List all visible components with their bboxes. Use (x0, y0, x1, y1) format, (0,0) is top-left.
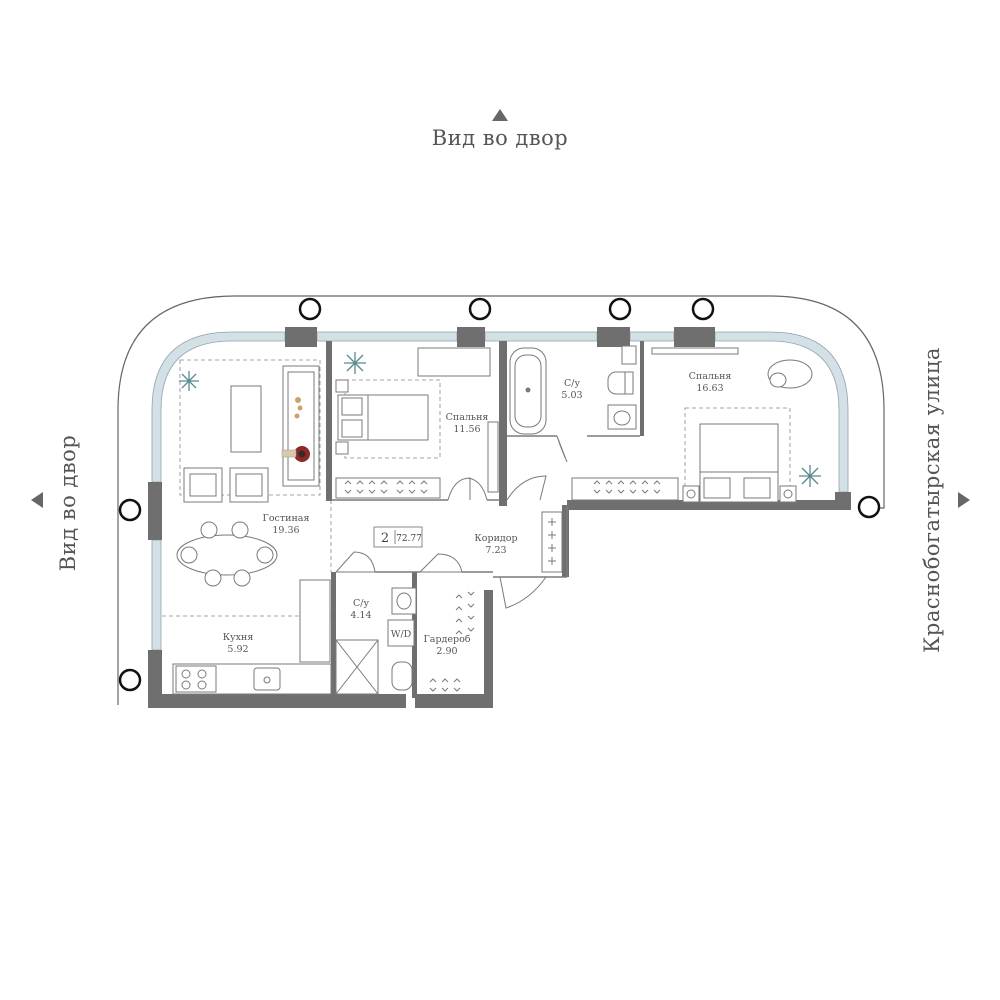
room-area-corridor: 7.23 (485, 545, 506, 556)
plant-icon (179, 371, 199, 391)
desk (417, 347, 491, 377)
person-icon (281, 446, 310, 462)
room-area-bath2: 4.14 (350, 610, 371, 621)
walls (148, 327, 851, 708)
room-name-living: Гостиная (263, 513, 310, 524)
arrow-up-icon (492, 109, 508, 121)
room-labels: Гостиная 19.36 Кухня 5.92 Спальня 11.56 … (223, 371, 732, 657)
room-name-bath2: С/у (353, 598, 369, 609)
wardrobe2 (571, 477, 679, 501)
view-label-top: Вид во двор (431, 126, 569, 150)
arrow-left-icon (31, 492, 43, 508)
bath2-fixtures (335, 587, 417, 695)
room-name-bath1: С/у (564, 378, 580, 389)
column-circle (468, 297, 492, 321)
room-area-living: 19.36 (272, 525, 299, 536)
plant-icon (799, 465, 821, 487)
dining-table (176, 534, 278, 576)
column-circle (691, 297, 715, 321)
doors (334, 435, 568, 609)
room-name-corridor: Коридор (474, 533, 517, 544)
room-name-kitchen: Кухня (223, 632, 254, 643)
hangers (593, 480, 661, 494)
toilet (391, 661, 413, 691)
room-area-bath1: 5.03 (561, 390, 582, 401)
room-name-bedroom2: Спальня (689, 371, 732, 382)
kitchen-counter (172, 663, 332, 695)
room-name-bedroom1: Спальня (446, 412, 489, 423)
room-area-bedroom2: 16.63 (696, 383, 723, 394)
tv-unit (230, 385, 262, 453)
corridor-fixtures (541, 511, 563, 573)
column-circle (857, 495, 881, 519)
balcony-outline (117, 295, 885, 705)
room-area-wardrobe: 2.90 (436, 646, 457, 657)
bedroom1-furniture (335, 347, 499, 499)
wardrobe-hangers (429, 591, 475, 692)
coat-rack (541, 511, 563, 573)
living-furniture (176, 365, 331, 663)
bath1-fixtures (509, 345, 637, 435)
washer (387, 619, 415, 647)
hangers (344, 480, 428, 494)
mirror (487, 421, 499, 493)
columns (118, 297, 881, 692)
column-circle (118, 498, 142, 522)
hob (175, 665, 217, 693)
room-area-kitchen: 5.92 (227, 644, 248, 655)
fridge (299, 579, 331, 663)
column-circle (608, 297, 632, 321)
column-circle (298, 297, 322, 321)
room-name-wardrobe: Гардероб (423, 634, 470, 645)
apartment-badge: 2 72.77 (373, 526, 423, 548)
room-area-bedroom1: 11.56 (453, 424, 480, 435)
bedroom2-furniture (571, 347, 813, 503)
cushions-icon (294, 397, 303, 419)
arrow-right-icon (958, 492, 970, 508)
partitions (332, 435, 640, 578)
rooms-count: 2 (381, 531, 389, 546)
washer-label: W/D (391, 629, 412, 640)
total-area: 72.77 (396, 534, 422, 544)
plant-icon (344, 352, 366, 374)
column-circle (118, 668, 142, 692)
curtain-rail (651, 347, 739, 355)
